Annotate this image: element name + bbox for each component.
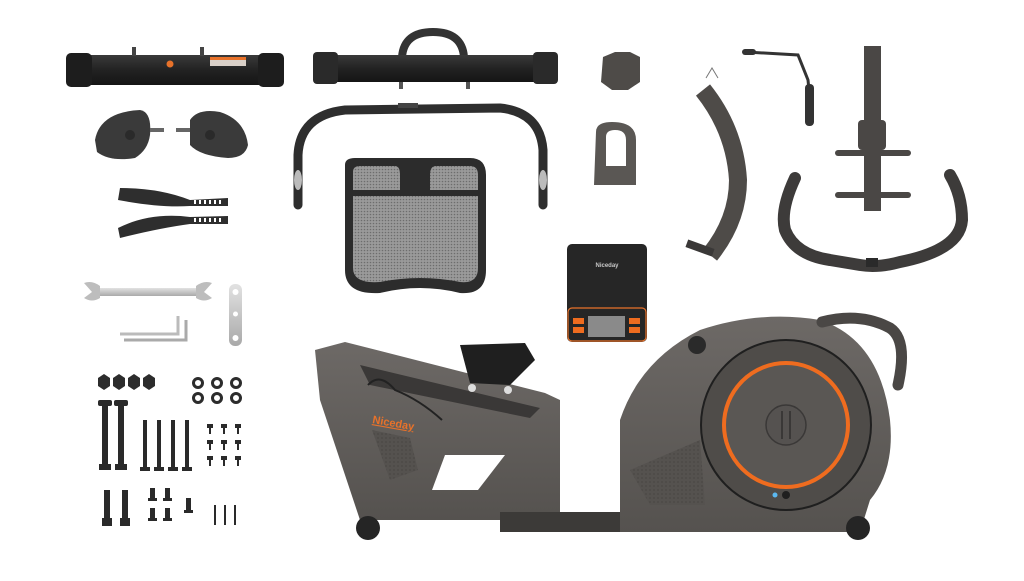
console-brand-label: Niceday bbox=[595, 263, 619, 269]
front-foot bbox=[356, 516, 380, 540]
seat-side-handlebar bbox=[293, 103, 548, 210]
power-led-icon bbox=[772, 492, 778, 498]
wrench-icon bbox=[84, 282, 212, 301]
hardware bbox=[98, 374, 242, 526]
seat-bracket-cover bbox=[594, 122, 636, 185]
pedal-straps bbox=[118, 188, 228, 238]
console-button-down bbox=[573, 327, 584, 333]
console-button-enter bbox=[629, 327, 640, 333]
rear-stabilizer-tube bbox=[313, 27, 558, 89]
seat-cushion-pad bbox=[601, 52, 640, 90]
front-handlebar bbox=[777, 169, 969, 272]
front-stabilizer-tube bbox=[66, 47, 284, 87]
seat-mount-plate bbox=[460, 343, 535, 385]
backrest-bracket bbox=[835, 46, 911, 211]
multi-tool-icon bbox=[229, 284, 242, 346]
rear-foot bbox=[846, 516, 870, 540]
tension-knob bbox=[688, 336, 706, 354]
pedals bbox=[95, 110, 248, 160]
warning-dot-icon bbox=[166, 60, 174, 68]
main-frame: Niceday bbox=[315, 312, 908, 540]
console-mast bbox=[685, 67, 748, 261]
adjustment-lever bbox=[742, 49, 814, 126]
console-button-mode bbox=[629, 318, 640, 324]
console-button-up bbox=[573, 318, 584, 324]
hex-key-icon bbox=[120, 316, 188, 342]
display-console: Niceday bbox=[567, 244, 647, 342]
mesh-backrest bbox=[345, 158, 486, 294]
tools bbox=[84, 282, 242, 346]
console-screen bbox=[588, 316, 625, 337]
flywheel-cap bbox=[765, 404, 807, 446]
power-jack-icon bbox=[782, 491, 790, 499]
